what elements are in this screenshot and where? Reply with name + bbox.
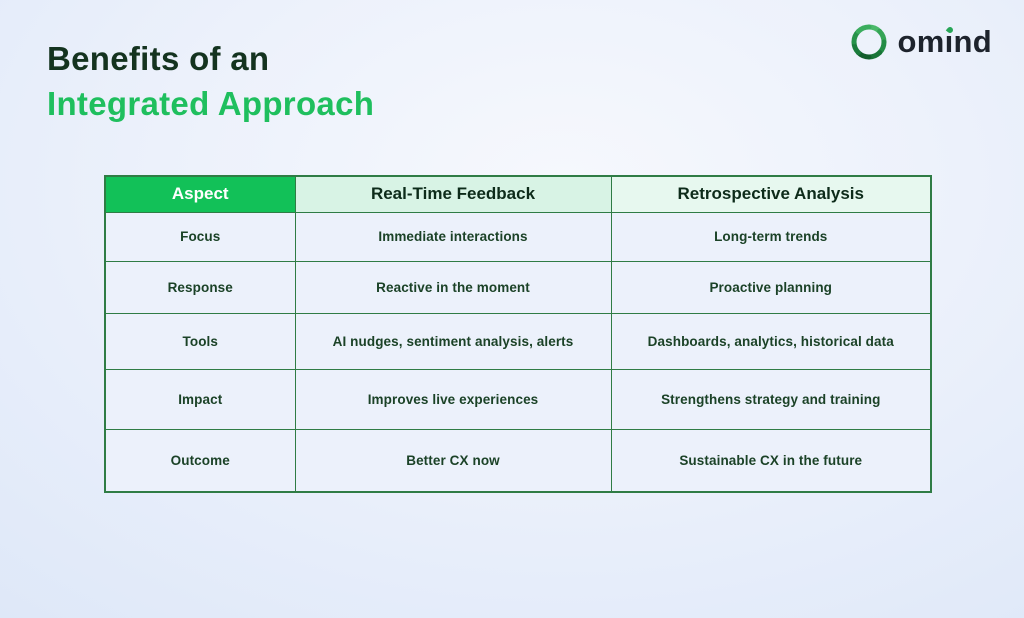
swirl-icon bbox=[851, 24, 887, 60]
table-body: Focus Immediate interactions Long-term t… bbox=[104, 211, 932, 493]
page-title: Benefits of an Integrated Approach bbox=[47, 36, 374, 126]
header-cell-realtime: Real-Time Feedback bbox=[294, 175, 612, 213]
table-row-focus: Focus Immediate interactions Long-term t… bbox=[104, 211, 932, 262]
table-row-tools: Tools AI nudges, sentiment analysis, ale… bbox=[104, 312, 932, 370]
table-row-response: Response Reactive in the moment Proactiv… bbox=[104, 260, 932, 314]
realtime-cell: Improves live experiences bbox=[294, 368, 612, 430]
table-header: Aspect Real-Time Feedback Retrospective … bbox=[104, 175, 932, 213]
realtime-cell: Better CX now bbox=[294, 428, 612, 493]
aspect-cell: Outcome bbox=[104, 428, 296, 493]
retrospective-cell: Proactive planning bbox=[610, 260, 932, 314]
retrospective-cell: Sustainable CX in the future bbox=[610, 428, 932, 493]
header-cell-retrospective: Retrospective Analysis bbox=[610, 175, 932, 213]
aspect-cell: Focus bbox=[104, 211, 296, 262]
aspect-cell: Impact bbox=[104, 368, 296, 430]
retrospective-cell: Strengthens strategy and training bbox=[610, 368, 932, 430]
table-row-outcome: Outcome Better CX now Sustainable CX in … bbox=[104, 428, 932, 493]
table-row-impact: Impact Improves live experiences Strengt… bbox=[104, 368, 932, 430]
page-title-line-2: Integrated Approach bbox=[47, 85, 375, 122]
brand-wordmark-post: nd bbox=[953, 24, 992, 59]
realtime-cell: Immediate interactions bbox=[294, 211, 612, 262]
brand-wordmark-i: ı bbox=[944, 24, 954, 59]
realtime-cell: AI nudges, sentiment analysis, alerts bbox=[294, 312, 612, 370]
aspect-cell: Tools bbox=[104, 312, 296, 370]
comparison-table: Aspect Real-Time Feedback Retrospective … bbox=[104, 175, 932, 493]
aspect-cell: Response bbox=[104, 260, 296, 314]
header-row: Aspect Real-Time Feedback Retrospective … bbox=[104, 175, 932, 213]
retrospective-cell: Long-term trends bbox=[610, 211, 932, 262]
realtime-cell: Reactive in the moment bbox=[294, 260, 612, 314]
brand-wordmark-pre: om bbox=[897, 24, 945, 59]
header-cell-aspect: Aspect bbox=[104, 175, 296, 213]
retrospective-cell: Dashboards, analytics, historical data bbox=[610, 312, 932, 370]
page-title-line-1: Benefits of an bbox=[47, 40, 270, 77]
